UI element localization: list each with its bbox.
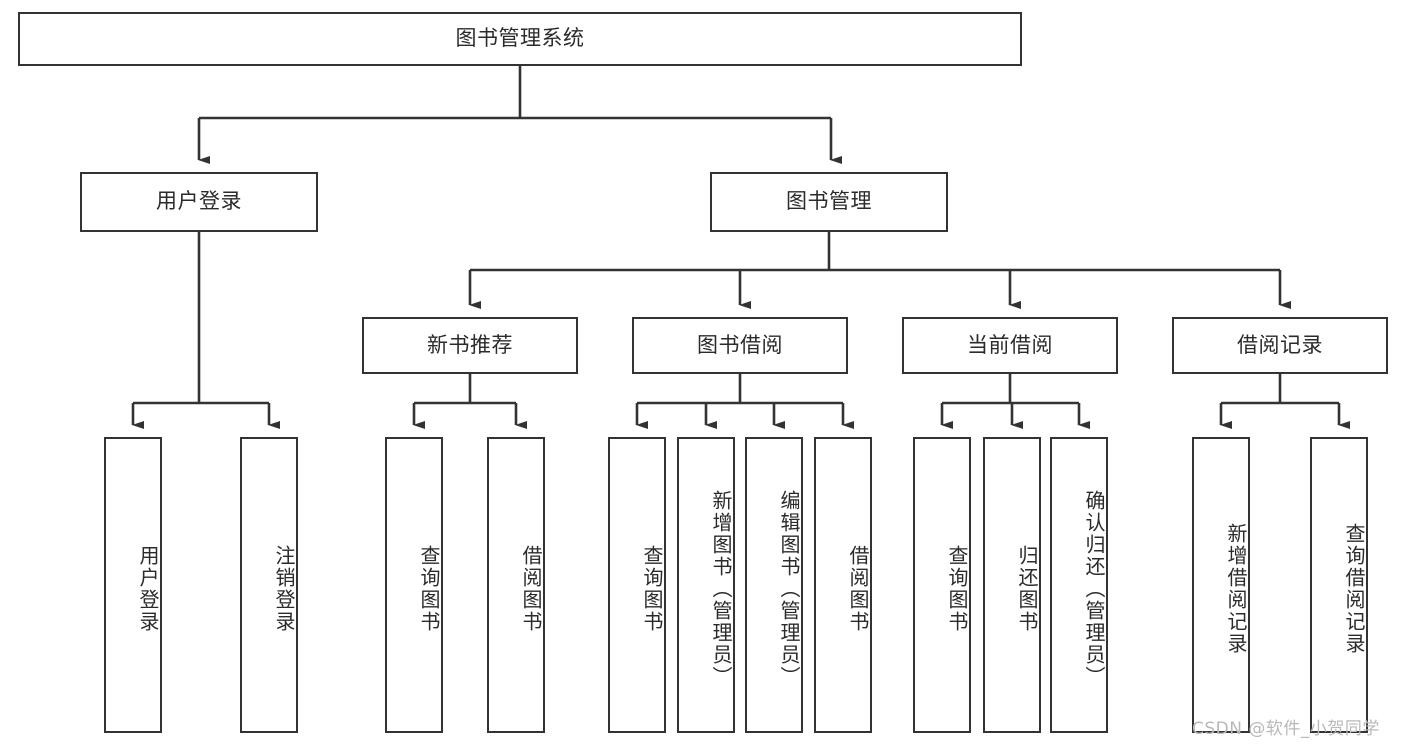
- leaf-node[interactable]: 编辑图书（管理员）: [745, 437, 803, 733]
- leaf-node[interactable]: 查询图书: [913, 437, 971, 733]
- leaf-label: 查询借阅记录: [1342, 523, 1366, 655]
- leaf-label: 新增借阅记录: [1224, 523, 1248, 655]
- leaf-node[interactable]: 查询图书: [608, 437, 666, 733]
- leaf-label: 借阅图书: [519, 545, 543, 633]
- leaf-node[interactable]: 注销登录: [240, 437, 298, 733]
- leaf-label: 查询图书: [640, 545, 664, 633]
- node-current-borrow[interactable]: 当前借阅: [902, 317, 1118, 374]
- leaf-label: 借阅图书: [846, 545, 870, 633]
- leaf-label: 新增图书（管理员）: [709, 490, 733, 688]
- leaf-label: 编辑图书（管理员）: [777, 490, 801, 688]
- leaf-node[interactable]: 确认归还（管理员）: [1050, 437, 1108, 733]
- leaf-node[interactable]: 借阅图书: [487, 437, 545, 733]
- csdn-watermark: CSDN @软件_小贺同学: [1192, 719, 1380, 739]
- node-user-login[interactable]: 用户登录: [80, 172, 318, 232]
- leaf-node[interactable]: 借阅图书: [814, 437, 872, 733]
- node-book-borrow[interactable]: 图书借阅: [632, 317, 848, 374]
- leaf-node[interactable]: 用户登录: [104, 437, 162, 733]
- leaf-node[interactable]: 归还图书: [983, 437, 1041, 733]
- node-book-management[interactable]: 图书管理: [710, 172, 948, 232]
- leaf-node[interactable]: 新增图书（管理员）: [677, 437, 735, 733]
- leaf-label: 查询图书: [945, 545, 969, 633]
- leaf-node[interactable]: 查询借阅记录: [1310, 437, 1368, 733]
- node-borrow-record[interactable]: 借阅记录: [1172, 317, 1388, 374]
- leaf-label: 用户登录: [136, 545, 160, 633]
- leaf-label: 确认归还（管理员）: [1082, 490, 1106, 688]
- leaf-label: 归还图书: [1015, 545, 1039, 633]
- leaf-node[interactable]: 查询图书: [385, 437, 443, 733]
- leaf-label: 注销登录: [272, 545, 296, 633]
- leaf-node[interactable]: 新增借阅记录: [1192, 437, 1250, 733]
- node-root[interactable]: 图书管理系统: [18, 12, 1022, 66]
- node-new-book-recommend[interactable]: 新书推荐: [362, 317, 578, 374]
- leaf-label: 查询图书: [417, 545, 441, 633]
